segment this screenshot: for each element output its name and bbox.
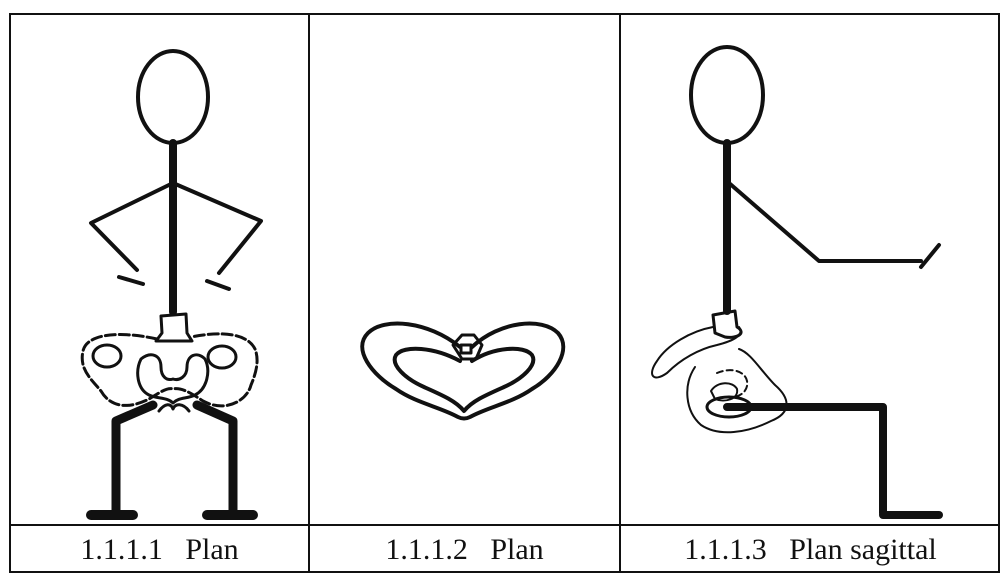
pelvis-sagittal: [651, 309, 788, 434]
pelvis-outline: [80, 332, 259, 408]
caption-panel-1: 1.1.1.1 Plan: [80, 533, 239, 566]
caption-panel-3: 1.1.1.3 Plan sagittal: [684, 533, 937, 566]
left-hand: [117, 275, 145, 286]
panel-frontal-figure: [80, 49, 263, 520]
panel-sagittal-figure: [651, 45, 943, 519]
vertebra: [451, 333, 484, 361]
figure-table: [9, 13, 1000, 573]
hand: [919, 243, 941, 269]
pelvis-plan-view: [360, 321, 566, 421]
left-arm: [89, 181, 175, 272]
leg: [723, 403, 887, 517]
right-arm: [171, 181, 263, 275]
right-hand: [205, 279, 231, 291]
pelvis-outer-outline: [360, 321, 566, 421]
arm: [727, 181, 923, 263]
symphysis: [157, 403, 191, 413]
column-divider-2: [619, 13, 621, 573]
head: [136, 49, 210, 145]
head: [689, 45, 765, 145]
column-divider-1: [308, 13, 310, 573]
obturator: [710, 382, 739, 402]
caption-row-divider: [9, 524, 1000, 526]
left-leg: [111, 400, 158, 518]
pelvis-frontal: [80, 312, 259, 413]
right-leg: [192, 400, 238, 518]
sacrum: [154, 312, 194, 343]
pelvis-inner-outline: [392, 346, 536, 413]
caption-panel-2: 1.1.1.2 Plan: [385, 533, 544, 566]
ilium: [651, 326, 742, 379]
left-obturator: [91, 343, 123, 369]
ischium: [686, 348, 788, 434]
stick-figure-sagittal: [651, 45, 943, 519]
right-obturator: [206, 344, 238, 370]
panel-pelvis-plan: [360, 321, 566, 421]
pelvic-inlet: [136, 353, 210, 405]
stick-figure-frontal: [80, 49, 263, 520]
vertebral-foramen: [459, 343, 473, 355]
